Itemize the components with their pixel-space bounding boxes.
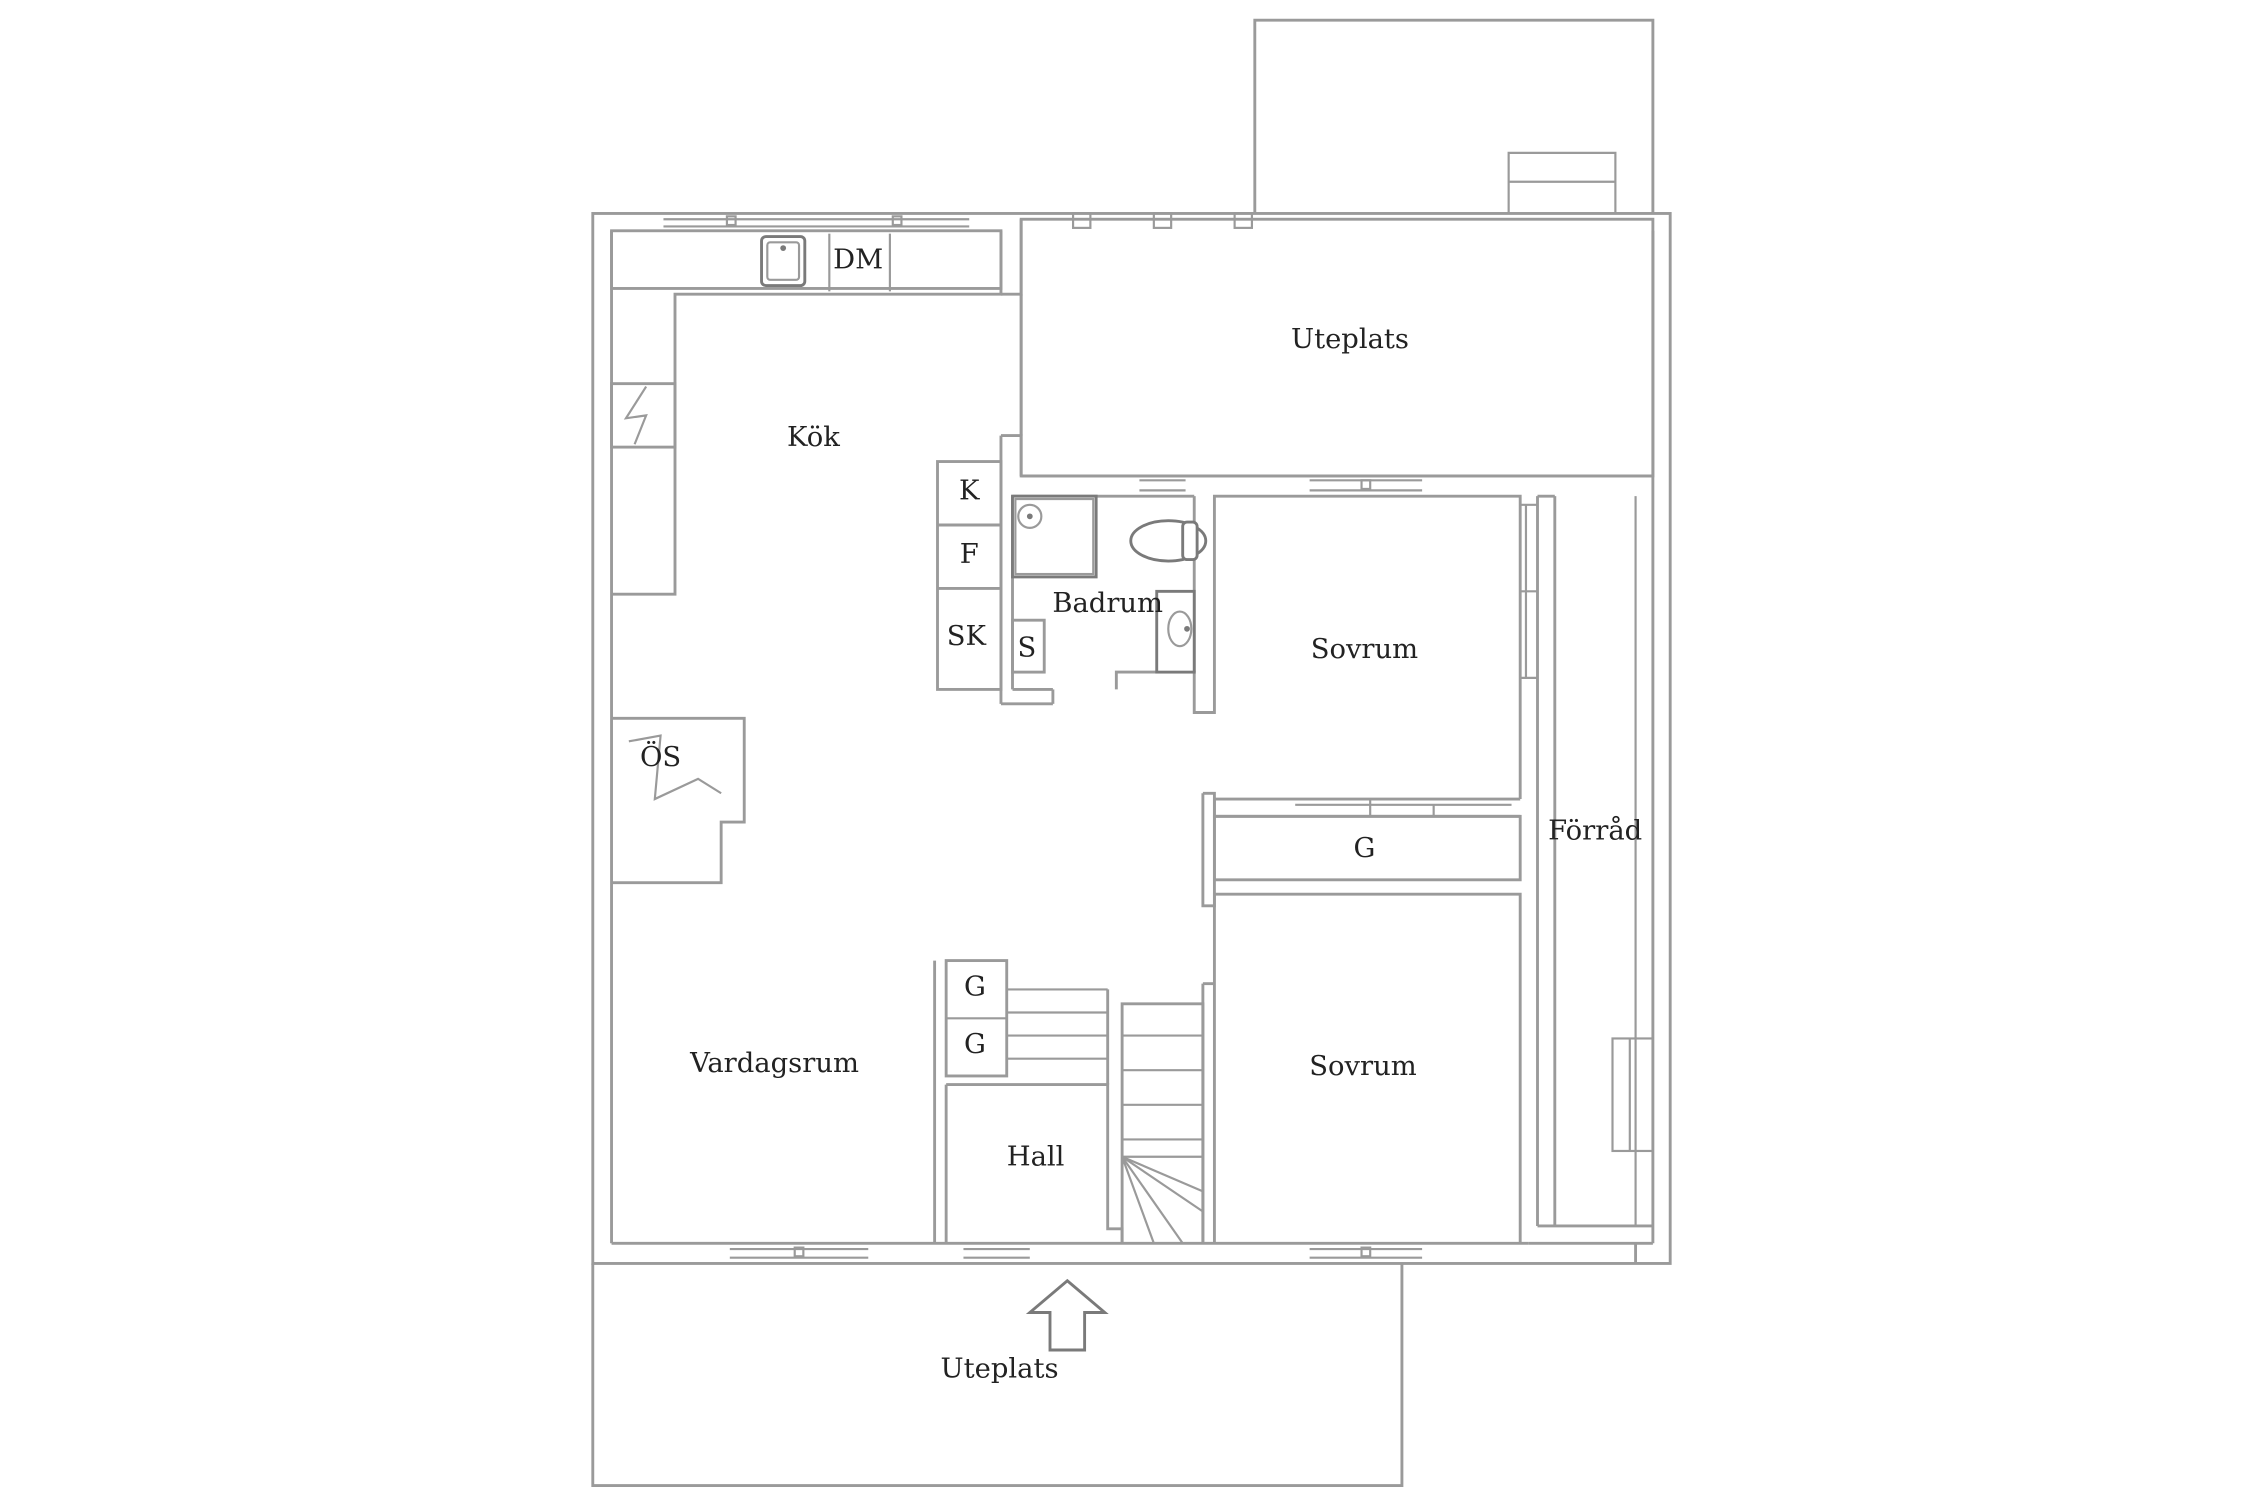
exterior-walls (591, 212, 1672, 1265)
fixture-label-g-hall-1: G (964, 971, 986, 1002)
room-label-uteplats-top: Uteplats (1291, 324, 1409, 355)
entrance-arrow-icon (1025, 1278, 1109, 1352)
kitchen-cabinets (936, 460, 1003, 691)
fixture-label-g-hall-2: G (964, 1029, 986, 1060)
fixture-labels: DM K F SK S ÖS G G G (640, 245, 1375, 1061)
kitchen-window (663, 215, 970, 228)
room-label-sovrum-top: Sovrum (1311, 634, 1418, 665)
fixture-label-sk: SK (947, 621, 987, 652)
toilet-icon (1129, 519, 1208, 563)
room-label-sovrum-bottom: Sovrum (1309, 1051, 1416, 1082)
fixture-label-k: K (959, 475, 980, 506)
sink-icon (760, 235, 807, 288)
room-label-hall: Hall (1007, 1142, 1065, 1173)
shower-icon (1011, 494, 1098, 579)
windows (729, 212, 1636, 1259)
room-label-badrum: Badrum (1052, 588, 1163, 619)
room-label-forrad: Förråd (1548, 815, 1642, 847)
washbasin-icon (1155, 589, 1196, 674)
room-label-uteplats-bottom: Uteplats (941, 1354, 1059, 1385)
fixture-label-g-bedroom: G (1353, 833, 1375, 864)
kitchen-counters (610, 230, 1003, 596)
room-labels: Kök Uteplats Badrum Sovrum Förråd Vardag… (689, 324, 1642, 1385)
washer-cabinet (1011, 618, 1046, 674)
terrace-top (1019, 18, 1655, 478)
interior-walls (611, 219, 1654, 1244)
staircase (1121, 1034, 1204, 1244)
fixture-label-os: ÖS (640, 739, 681, 773)
terrace-bottom (591, 1263, 1404, 1488)
fixture-label-f: F (960, 539, 979, 570)
fixture-label-s: S (1018, 633, 1037, 664)
room-label-kok: Kök (787, 422, 840, 453)
room-label-vardagsrum: Vardagsrum (689, 1048, 859, 1079)
fixture-label-dm: DM (833, 245, 883, 276)
